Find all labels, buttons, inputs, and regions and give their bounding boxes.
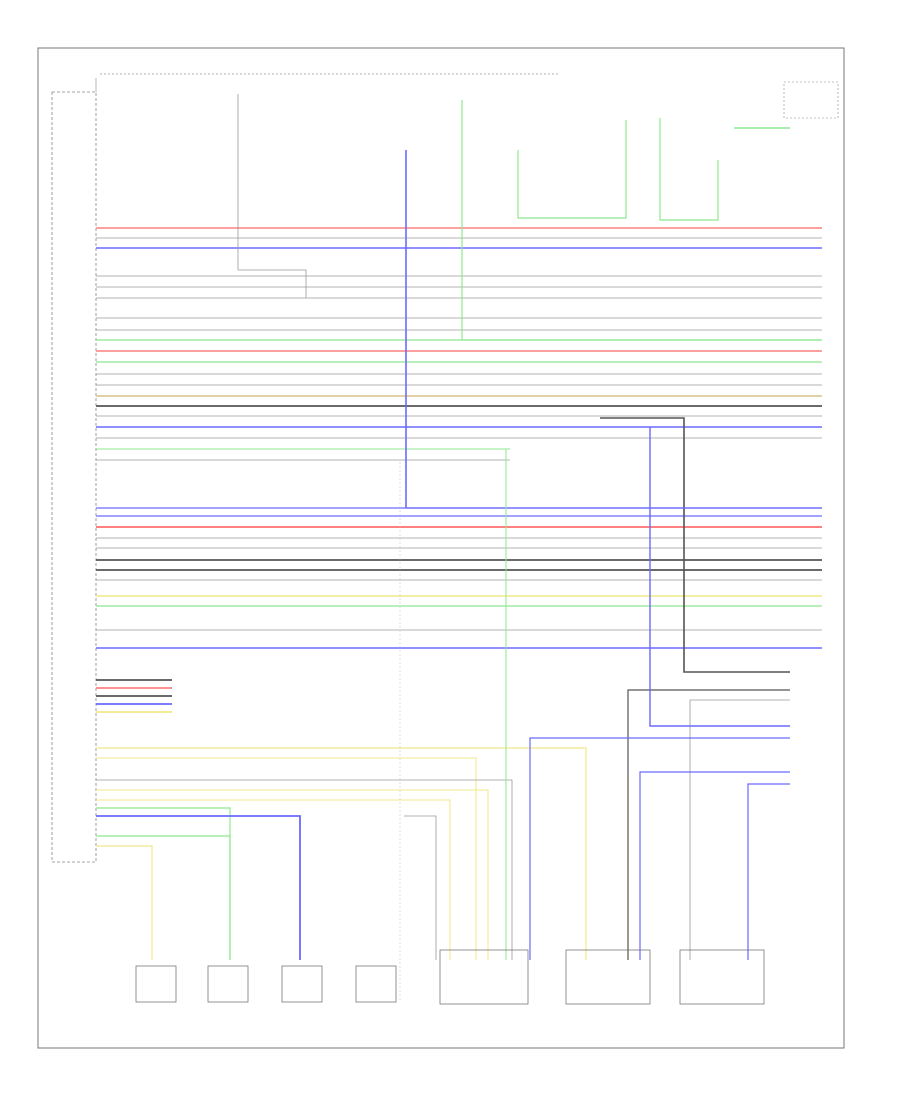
- wire-right-6: [639, 771, 790, 960]
- diagram-border: [37, 47, 845, 1049]
- drop-fuse-6: [517, 120, 627, 219]
- drop-fuse-5: [461, 100, 822, 341]
- wire-right-8: [659, 118, 719, 221]
- component-box-4: [355, 965, 397, 1003]
- wire-lower-4: [96, 789, 489, 960]
- wire-lower-3: [96, 779, 513, 960]
- wire-lower-6: [96, 807, 231, 960]
- component-box-1: [135, 965, 177, 1003]
- wire-right-7: [747, 783, 790, 960]
- bottom-components: [135, 949, 765, 1005]
- component-box-2: [207, 965, 249, 1003]
- wire-right-3: [689, 699, 790, 960]
- component-box-7: [679, 949, 765, 1005]
- wire-lower-5: [96, 799, 451, 960]
- wire-right-5: [529, 737, 790, 960]
- wire-bundle: [95, 78, 822, 960]
- drop-sensor-a: [404, 815, 437, 960]
- wire-right-1: [600, 417, 790, 673]
- vertical-wires: [237, 94, 822, 1000]
- wire-lower-7: [96, 815, 301, 960]
- wire-lower-1: [96, 747, 587, 960]
- component-box-6: [565, 949, 651, 1005]
- wire-lower-8: [96, 835, 231, 960]
- component-box-5: [439, 949, 529, 1005]
- wire-right-2: [627, 689, 790, 960]
- component-box-3: [281, 965, 323, 1003]
- wire-lower-2: [96, 757, 477, 960]
- wire-lower-9: [96, 845, 153, 960]
- ecu-block: [51, 91, 97, 863]
- right-connector-box: [783, 81, 839, 119]
- drop-fuse-3b: [238, 269, 307, 298]
- wire-right-4: [649, 427, 790, 727]
